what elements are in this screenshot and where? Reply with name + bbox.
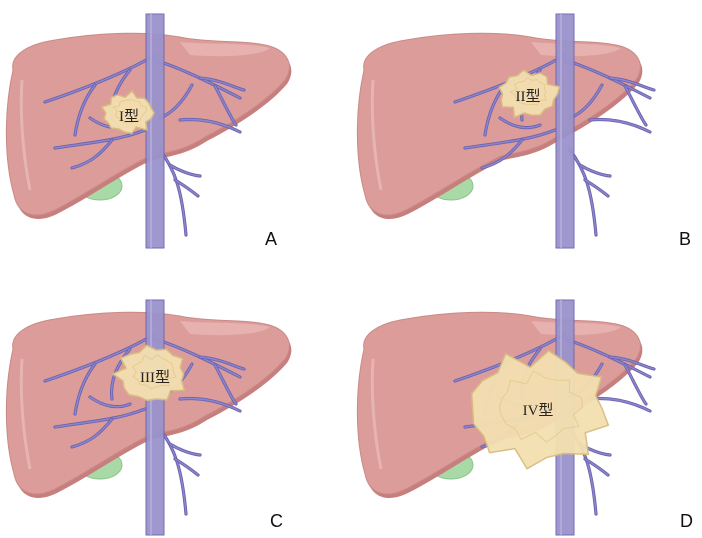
- panel-letter: B: [679, 229, 691, 250]
- vena-cava: [146, 300, 164, 535]
- panel-a: I型 A: [0, 0, 351, 269]
- hepatic-vein-branch-core: [590, 120, 650, 133]
- liver-illustration: IV型: [351, 269, 702, 538]
- tumor-label: IV型: [523, 402, 554, 419]
- panel-letter: C: [270, 511, 283, 532]
- liver-illustration: I型: [0, 0, 351, 269]
- liver-diagram: [357, 14, 654, 248]
- vena-cava: [556, 14, 574, 248]
- tumor-label: I型: [119, 108, 139, 125]
- vena-cava: [146, 14, 164, 248]
- liver-illustration: III型: [0, 269, 351, 538]
- tumor-label: III型: [140, 369, 170, 386]
- panel-letter: A: [265, 229, 277, 250]
- panel-d: IV型 D: [351, 269, 702, 538]
- liver-illustration: II型: [351, 0, 702, 269]
- panel-letter: D: [680, 511, 693, 532]
- panel-b: II型 B: [351, 0, 702, 269]
- liver-diagram: [6, 300, 291, 535]
- tumor-label: II型: [516, 88, 541, 105]
- liver-diagram: [6, 14, 291, 248]
- panel-c: III型 C: [0, 269, 351, 538]
